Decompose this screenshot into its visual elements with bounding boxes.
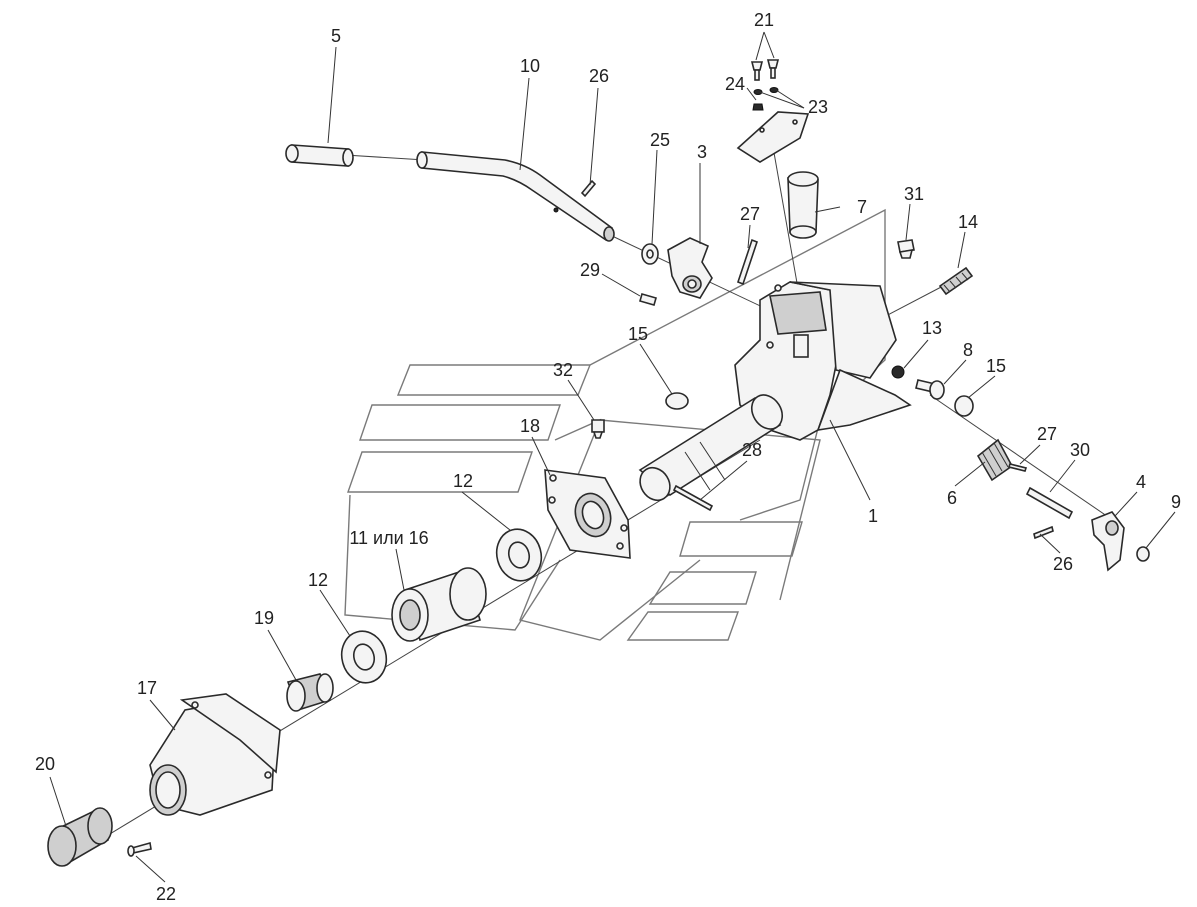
watermark-bar: [626, 611, 739, 641]
label-part-12-lower: 12: [308, 570, 328, 590]
label-part-27-upper: 27: [740, 204, 760, 224]
label-part-1: 1: [868, 506, 878, 526]
part-1-shaft: [638, 394, 784, 502]
label-part-17: 17: [137, 678, 157, 698]
part-7-tube: [787, 171, 819, 239]
part-26-pin-right: [1033, 525, 1054, 540]
part-6-spring: [976, 438, 1014, 482]
label-part-14: 14: [958, 212, 978, 232]
part-8-bolt: [915, 379, 945, 400]
label-part-4: 4: [1136, 472, 1146, 492]
part-15-washer-right: [954, 395, 974, 417]
part-25-washer: [641, 243, 659, 265]
watermark-bar: [648, 571, 757, 605]
label-part-30: 30: [1070, 440, 1090, 460]
part-14-spring: [938, 266, 974, 296]
part-29-pin: [639, 293, 657, 306]
watermark-bar: [347, 451, 533, 493]
part-13-nut: [891, 365, 905, 379]
part-21-screws: [750, 59, 780, 81]
label-part-29: 29: [580, 260, 600, 280]
part-9-nut: [1136, 546, 1150, 562]
label-part-27-right: 27: [1037, 424, 1057, 444]
label-part-24: 24: [725, 74, 745, 94]
label-part-3: 3: [697, 142, 707, 162]
label-part-31: 31: [904, 184, 924, 204]
label-part-8: 8: [963, 340, 973, 360]
part-19-nut: [286, 673, 334, 712]
watermark-bar: [679, 521, 803, 557]
part-31-fitting: [897, 239, 915, 259]
part-4-lever: [1091, 511, 1125, 572]
label-part-21: 21: [754, 10, 774, 30]
part-10-lever-rod: [416, 151, 615, 242]
part-1-bracket: [734, 281, 912, 441]
label-part-19: 19: [254, 608, 274, 628]
label-part-6: 6: [947, 488, 957, 508]
vertical-axis: [769, 129, 801, 301]
part-5-grip: [285, 144, 354, 167]
label-part-26-upper: 26: [589, 66, 609, 86]
label-part-23: 23: [808, 97, 828, 117]
part-18-flange: [544, 469, 631, 559]
label-part-7: 7: [857, 197, 867, 217]
watermark-bar: [359, 404, 561, 441]
part-27-pin-right: [1007, 463, 1028, 472]
label-part-12-upper: 12: [453, 471, 473, 491]
label-part-11-or-16: 11 или 16: [349, 528, 428, 548]
part-32-fitting: [591, 419, 605, 439]
label-part-25: 25: [650, 130, 670, 150]
label-part-20: 20: [35, 754, 55, 774]
part-30-pin: [1025, 486, 1074, 520]
label-part-18: 18: [520, 416, 540, 436]
label-part-15-left: 15: [628, 324, 648, 344]
part-26-pin-upper: [580, 179, 597, 198]
part-labels: 5 10 26 25 3 27 29 21 24 23 7 31 14 13 8…: [35, 10, 1181, 904]
label-part-26-right: 26: [1053, 554, 1073, 574]
part-11-16-bushing: [391, 567, 487, 642]
part-27-pin-upper: [737, 238, 758, 286]
pivot-axis: [929, 394, 1121, 526]
part-17-housing: [149, 693, 281, 816]
label-part-22: 22: [156, 884, 176, 904]
handle-axis: [344, 154, 426, 161]
part-12-washer-upper: [495, 528, 543, 582]
part-22-screw: [127, 841, 152, 857]
part-12-washer-lower: [340, 630, 388, 684]
label-part-10: 10: [520, 56, 540, 76]
watermark-logo: [344, 208, 886, 641]
part-3-clevis: [667, 237, 713, 299]
label-part-28: 28: [742, 440, 762, 460]
part-23-24-washers: [752, 87, 779, 111]
leader-lines: [49, 31, 1176, 883]
label-part-32: 32: [553, 360, 573, 380]
label-part-15-right: 15: [986, 356, 1006, 376]
label-part-9: 9: [1171, 492, 1181, 512]
part-28-pin: [672, 484, 714, 512]
part-top-plate: [736, 111, 810, 163]
part-15-washer-left: [665, 392, 689, 410]
label-part-13: 13: [922, 318, 942, 338]
label-part-5: 5: [331, 26, 341, 46]
part-20-cap: [47, 807, 113, 867]
